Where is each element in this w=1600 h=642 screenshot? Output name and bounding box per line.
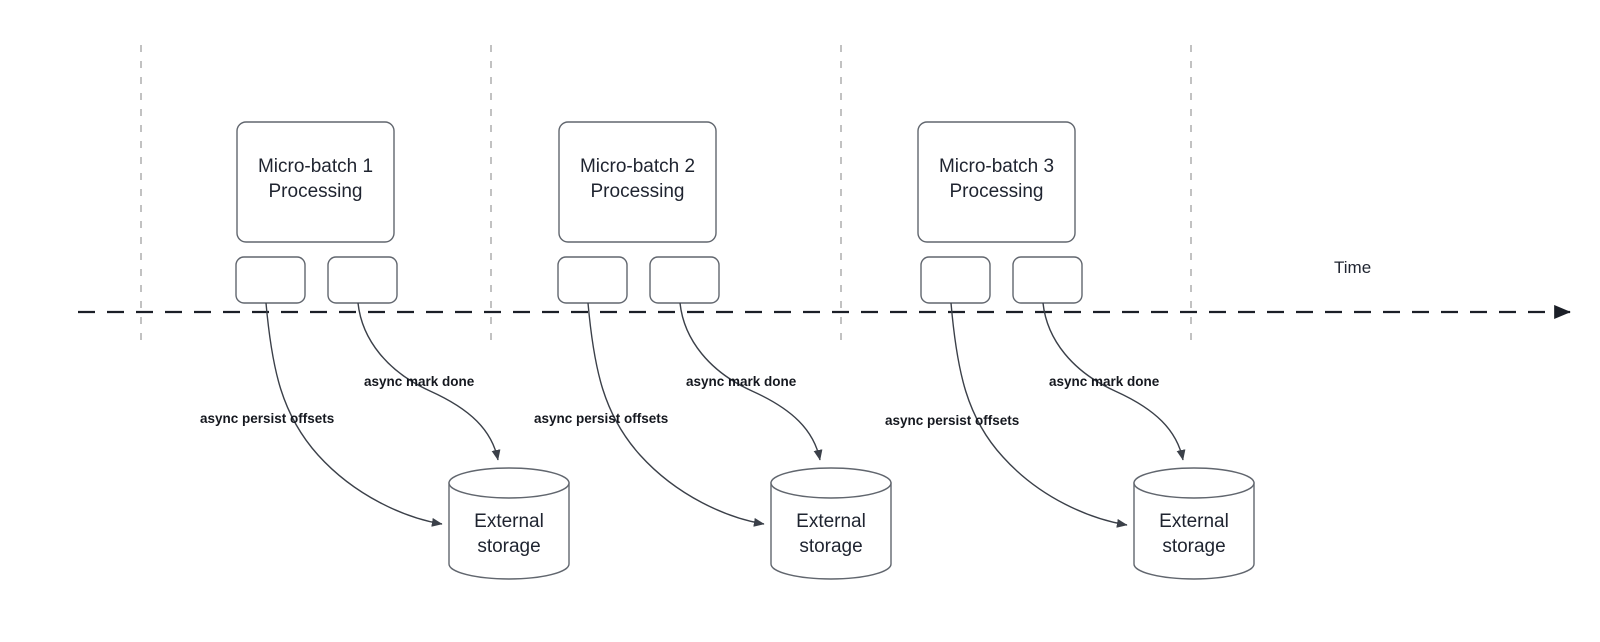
micro-batch-label-3-line2: Processing [950,181,1044,202]
external-storage-1[interactable]: External storage [448,467,570,580]
edge-label-persist-offsets-1: async persist offsets [200,411,334,426]
micro-batch-label-1-line1: Micro-batch 1 [258,156,373,177]
edge-mark-done-3 [1042,302,1186,461]
task-box-2a[interactable] [557,256,628,304]
storage-label-2-line1: External [796,511,866,532]
edge-label-mark-done-3: async mark done [1049,374,1160,389]
time-axis-label: Time [1334,258,1371,277]
task-box-1b[interactable] [327,256,398,304]
storage-body-3 [1133,482,1255,580]
edge-label-mark-done-2: async mark done [686,374,797,389]
storage-body-2 [770,482,892,580]
storage-label-3-line1: External [1159,511,1229,532]
micro-batch-box-3[interactable] [917,121,1076,243]
task-box-2b[interactable] [649,256,720,304]
edge-mark-done-1 [357,302,501,461]
storage-top-3 [1133,467,1255,499]
edge-persist-offsets-3 [950,302,1128,528]
micro-batch-label-3-line1: Micro-batch 3 [939,156,1054,177]
micro-batch-box-2[interactable] [558,121,717,243]
storage-label-1-line2: storage [477,536,540,557]
task-box-1a[interactable] [235,256,306,304]
edge-label-persist-offsets-3: async persist offsets [885,413,1019,428]
task-box-3a[interactable] [920,256,991,304]
storage-top-2 [770,467,892,499]
storage-label-2-line2: storage [799,536,862,557]
micro-batch-label-1-line2: Processing [269,181,363,202]
group-2: Micro-batch 2 Processing External storag… [534,121,892,580]
micro-batch-label-2-line2: Processing [591,181,685,202]
external-storage-3[interactable]: External storage [1133,467,1255,580]
storage-label-3-line2: storage [1162,536,1225,557]
group-3: Micro-batch 3 Processing External storag… [885,121,1255,580]
micro-batch-label-2-line1: Micro-batch 2 [580,156,695,177]
storage-label-1-line1: External [474,511,544,532]
timeline-tick-group [140,45,1192,340]
storage-top-1 [448,467,570,499]
edge-label-mark-done-1: async mark done [364,374,475,389]
edge-persist-offsets-1 [265,302,443,527]
micro-batch-box-1[interactable] [236,121,395,243]
edge-label-persist-offsets-2: async persist offsets [534,411,668,426]
external-storage-2[interactable]: External storage [770,467,892,580]
edge-persist-offsets-2 [587,302,765,527]
storage-body-1 [448,482,570,580]
task-box-3b[interactable] [1012,256,1083,304]
edge-mark-done-2 [679,302,823,461]
group-1: Micro-batch 1 Processing External storag… [200,121,570,580]
